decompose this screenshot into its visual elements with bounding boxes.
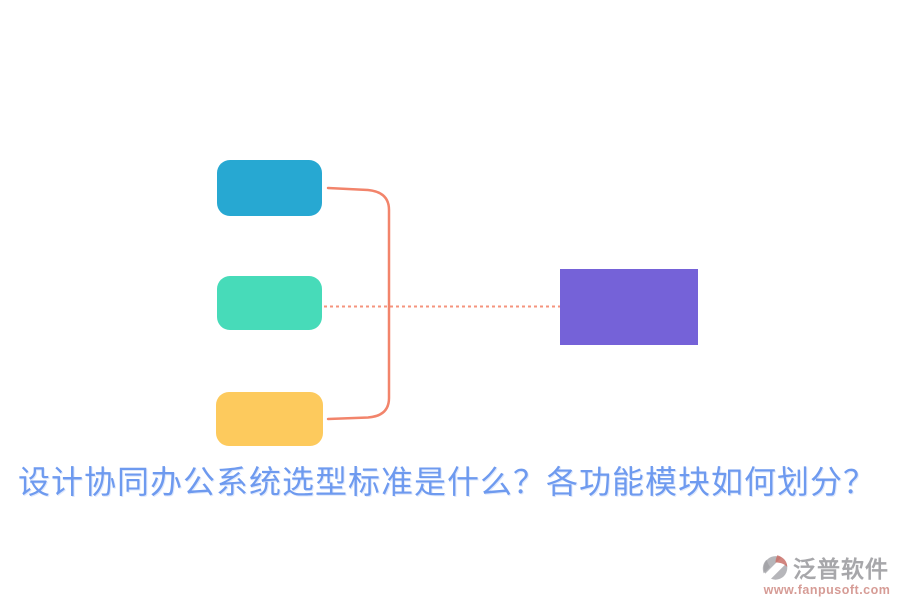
topic-node-3 bbox=[216, 392, 323, 446]
page-title: 设计协同办公系统选型标准是什么？各功能模块如何划分？ bbox=[18, 464, 877, 500]
bracket-connector bbox=[326, 186, 391, 421]
fanpu-logo-icon bbox=[761, 552, 790, 582]
topic-node-2 bbox=[217, 276, 322, 330]
brand-watermark: 泛普软件 www.fanpusoft.com bbox=[761, 550, 893, 597]
main-node bbox=[560, 269, 698, 345]
brand-name: 泛普软件 bbox=[793, 556, 889, 582]
brand-url: www.fanpusoft.com bbox=[763, 583, 891, 597]
topic-node-1 bbox=[217, 160, 322, 216]
